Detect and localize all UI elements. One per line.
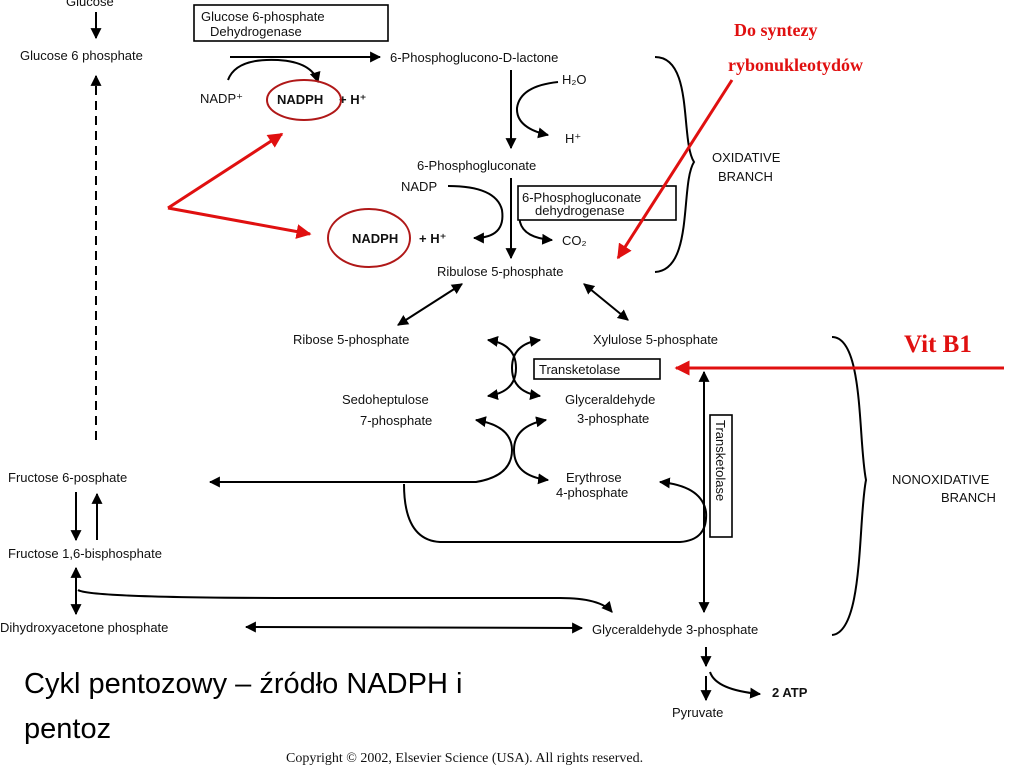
cofactor-nadp: NADP: [401, 179, 437, 194]
brace-oxidative: [654, 56, 696, 273]
branch-label-nonoxidative-2: BRANCH: [941, 490, 996, 505]
metabolite-sedoheptulose: Sedoheptulose: [342, 392, 429, 407]
metabolite-dihydroxyacetone-phosphate: Dihydroxyacetone phosphate: [0, 620, 168, 635]
branch-label-nonoxidative-1: NONOXIDATIVE: [892, 472, 990, 487]
arrow-gap-to-e4p: [512, 416, 550, 485]
metabolite-glyceraldehyde-3-phosphate: Glyceraldehyde 3-phosphate: [592, 622, 758, 637]
cofactor-nadph-2: NADPH: [352, 231, 398, 246]
metabolite-fructose-6-phosphate: Fructose 6-posphate: [8, 470, 127, 485]
arrow-f6p-e4p-loop: [403, 477, 708, 543]
enzyme-box-g6pd: [193, 4, 389, 42]
metabolite-7-phosphate: 7-phosphate: [360, 413, 432, 428]
enzyme-transketolase-v: Transketolase: [713, 420, 728, 501]
annotation-arrow-to-nadph-2: [167, 206, 312, 239]
annotation-vitamin-b1: Vit B1: [904, 331, 972, 358]
highlight-ellipse-nadph-1: [266, 79, 342, 121]
arrow-tk1-right: [510, 335, 542, 401]
metabolite-pyruvate: Pyruvate: [672, 705, 723, 720]
metabolite-3-phosphate: 3-phosphate: [577, 411, 649, 426]
cofactor-atp: 2 ATP: [772, 685, 808, 700]
enzyme-box-transketolase-v: [709, 414, 733, 538]
annotation-arrow-to-nadph-1: [167, 132, 284, 210]
arrow-nadp-to-nadph-2: [447, 185, 504, 244]
enzyme-box-6pgd: [517, 185, 677, 221]
enzyme-6pgd-line2: dehydrogenase: [535, 203, 625, 218]
metabolite-fructose-1-6-bisphosphate: Fructose 1,6-bisphosphate: [8, 546, 162, 561]
arrow-water-to-proton: [515, 81, 559, 139]
metabolite-glyceraldehyde: Glyceraldehyde: [565, 392, 655, 407]
copyright-notice: Copyright © 2002, Elsevier Science (USA)…: [286, 751, 643, 766]
cofactor-hplus-2: + H⁺: [419, 231, 446, 246]
arrow-ru5p-r5p: [397, 283, 463, 326]
cofactor-co2: CO₂: [562, 233, 587, 248]
arrow-to-atp: [709, 671, 762, 699]
metabolite-glucose-6-phosphate: Glucose 6 phosphate: [20, 48, 143, 63]
arrow-nadp-to-nadph-1: [227, 58, 321, 84]
cofactor-water: H₂O: [562, 72, 587, 87]
enzyme-6pgd-line1: 6-Phosphogluconate: [522, 190, 641, 205]
arrow-ru5p-xu5p: [583, 283, 629, 321]
metabolite-6-phosphoglucono-lactone: 6-Phosphoglucono-D-lactone: [390, 50, 558, 65]
annotation-arrow-to-ribulose: [616, 79, 734, 260]
annotation-synthesis-line1: Do syntezy: [734, 20, 818, 40]
arrow-f16bp-to-gap: [77, 589, 613, 613]
arrow-s7p-to-f6p: [208, 416, 514, 488]
enzyme-box-transketolase-h: [533, 358, 661, 380]
metabolite-4-phosphate: 4-phosphate: [556, 485, 628, 500]
cofactor-proton: H⁺: [565, 131, 581, 146]
annotation-synthesis-line2: rybonukleotydów: [728, 55, 863, 75]
cofactor-nadph-1: NADPH: [277, 92, 323, 107]
branch-label-oxidative-2: BRANCH: [718, 169, 773, 184]
metabolite-6-phosphogluconate: 6-Phosphogluconate: [417, 158, 536, 173]
enzyme-g6pd-line1: Glucose 6-phosphate: [201, 9, 325, 24]
caption-line2: pentoz: [24, 713, 111, 745]
cofactor-hplus-1: + H⁺: [339, 92, 366, 107]
metabolite-xylulose-5-phosphate: Xylulose 5-phosphate: [593, 332, 718, 347]
metabolite-ribulose-5-phosphate: Ribulose 5-phosphate: [437, 264, 563, 279]
highlight-ellipse-nadph-2: [327, 208, 411, 268]
metabolite-ribose-5-phosphate: Ribose 5-phosphate: [293, 332, 409, 347]
enzyme-g6pd-line2: Dehydrogenase: [210, 24, 302, 39]
metabolite-erythrose: Erythrose: [566, 470, 622, 485]
metabolite-glucose: Glucose: [66, 0, 114, 9]
arrow-tk1-left: [486, 335, 518, 401]
caption-line1: Cykl pentozowy – źródło NADPH i: [24, 668, 462, 700]
cofactor-nadp-plus: NADP⁺: [200, 91, 243, 106]
brace-nonoxidative: [831, 336, 868, 636]
enzyme-transketolase-h: Transketolase: [539, 362, 620, 377]
branch-label-oxidative-1: OXIDATIVE: [712, 150, 781, 165]
arrow-dhap-gap: [244, 621, 584, 634]
